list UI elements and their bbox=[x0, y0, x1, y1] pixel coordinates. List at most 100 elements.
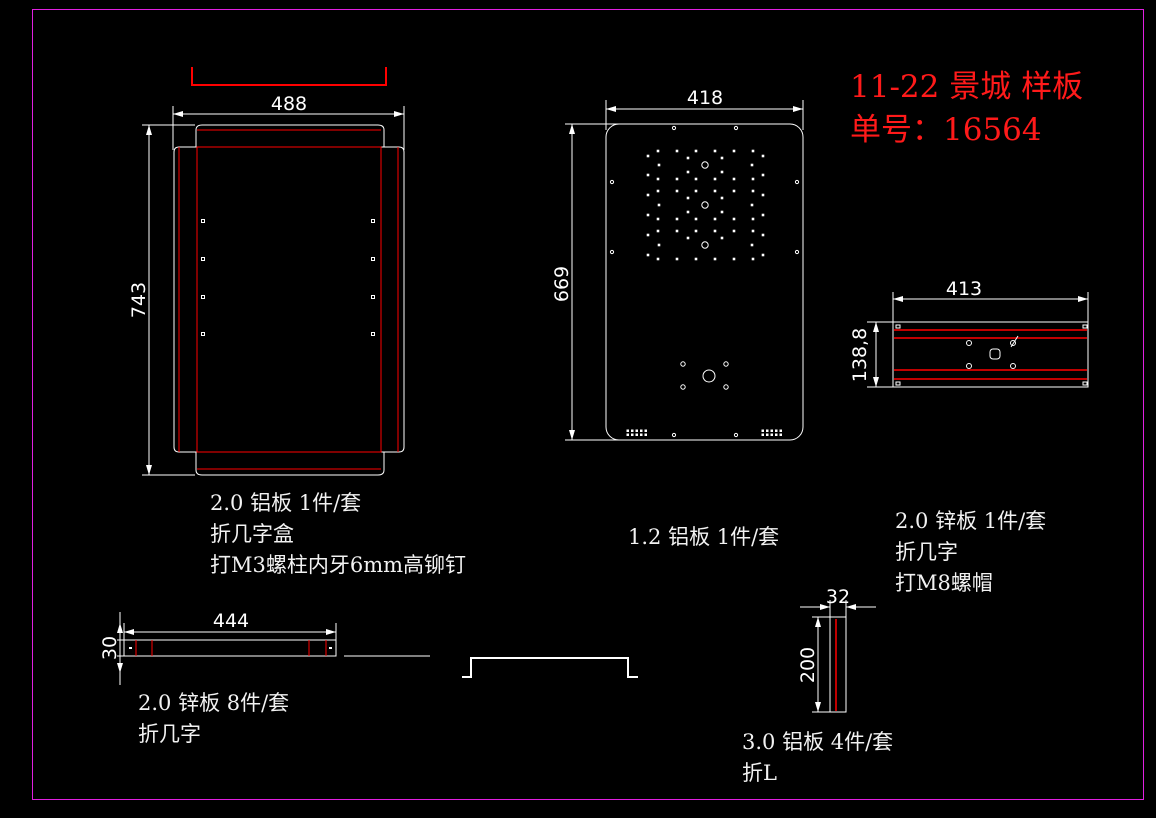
note-line: 折L bbox=[742, 761, 777, 785]
note-line: 折几字盒 bbox=[210, 522, 294, 546]
hole bbox=[732, 149, 736, 153]
hole bbox=[675, 177, 679, 181]
hole bbox=[733, 432, 739, 438]
bracket-part[interactable]: 413 138,8 bbox=[849, 278, 1089, 388]
hole bbox=[751, 177, 755, 181]
hole bbox=[686, 170, 690, 174]
hole bbox=[770, 429, 773, 432]
strip-section-profile bbox=[462, 657, 638, 678]
hole bbox=[732, 217, 736, 221]
hole bbox=[720, 196, 724, 200]
hole bbox=[761, 429, 764, 432]
box-width-dim: 488 bbox=[271, 93, 307, 115]
hole bbox=[646, 213, 650, 217]
hole bbox=[656, 189, 660, 193]
hole bbox=[701, 241, 709, 249]
note-line: 3.0 铝板 4件/套 bbox=[742, 730, 894, 754]
hole bbox=[761, 193, 765, 197]
hole bbox=[750, 243, 754, 247]
hole bbox=[713, 217, 717, 221]
hole bbox=[761, 213, 765, 217]
hole bbox=[675, 257, 679, 261]
hole bbox=[766, 433, 769, 436]
hole bbox=[644, 429, 647, 432]
hole bbox=[751, 229, 755, 233]
angle-width-dim: 32 bbox=[826, 586, 850, 608]
box-height-dim: 743 bbox=[128, 282, 150, 318]
hole bbox=[701, 201, 709, 209]
hole bbox=[713, 177, 717, 181]
front-panel-part[interactable]: 418 669 bbox=[551, 87, 804, 441]
box-part[interactable]: 488 743 bbox=[128, 67, 405, 476]
hole bbox=[794, 249, 800, 255]
hole bbox=[694, 229, 698, 233]
hole bbox=[201, 332, 205, 336]
hole bbox=[680, 384, 686, 390]
hole bbox=[646, 253, 650, 257]
panel-width-dim: 418 bbox=[687, 87, 723, 109]
bracket-width-dim: 413 bbox=[946, 278, 982, 300]
note-line: 2.0 锌板 8件/套 bbox=[138, 691, 290, 715]
note-line: 打M3螺柱内牙6mm高铆钉 bbox=[210, 553, 467, 577]
hole bbox=[656, 149, 660, 153]
hole bbox=[720, 210, 724, 214]
hole bbox=[675, 217, 679, 221]
hole bbox=[635, 433, 638, 436]
hole bbox=[761, 253, 765, 257]
hole bbox=[686, 236, 690, 240]
hole bbox=[646, 154, 650, 158]
hole bbox=[750, 163, 754, 167]
hole bbox=[701, 161, 709, 169]
hole bbox=[626, 433, 629, 436]
hole bbox=[732, 229, 736, 233]
angle-part[interactable]: 32 200 bbox=[797, 586, 876, 713]
hole bbox=[201, 219, 205, 223]
hole bbox=[720, 236, 724, 240]
panel-notes: 1.2 铝板 1件/套 bbox=[628, 522, 779, 553]
hole bbox=[713, 257, 717, 261]
hole bbox=[656, 257, 660, 261]
hole bbox=[713, 149, 717, 153]
hole bbox=[751, 257, 755, 261]
note-line: 折几字 bbox=[138, 722, 201, 746]
hole bbox=[694, 257, 698, 261]
bracket-notes: 2.0 锌板 1件/套 折几字 打M8螺帽 bbox=[895, 506, 1046, 599]
hole bbox=[644, 433, 647, 436]
drawing-frame bbox=[32, 9, 1144, 800]
hole bbox=[640, 433, 643, 436]
hole bbox=[761, 173, 765, 177]
hole bbox=[794, 179, 800, 185]
hole bbox=[371, 295, 375, 299]
hole bbox=[201, 257, 205, 261]
panel-height-dim: 669 bbox=[551, 266, 573, 302]
hole bbox=[201, 295, 205, 299]
title-line-1: 11-22 景城 样板 bbox=[850, 69, 1084, 105]
drawing-title: 11-22 景城 样板 单号：16564 bbox=[850, 66, 1083, 152]
hole bbox=[646, 233, 650, 237]
box-notes: 2.0 铝板 1件/套 折几字盒 打M3螺柱内牙6mm高铆钉 bbox=[210, 488, 466, 581]
hole bbox=[671, 125, 677, 131]
hole bbox=[694, 149, 698, 153]
hole bbox=[766, 429, 769, 432]
strip-notes: 2.0 锌板 8件/套 折几字 bbox=[138, 688, 289, 750]
hole bbox=[657, 203, 661, 207]
strip-width-dim: 444 bbox=[213, 610, 249, 632]
hole bbox=[713, 189, 717, 193]
hole bbox=[686, 196, 690, 200]
hole bbox=[720, 156, 724, 160]
hole bbox=[732, 257, 736, 261]
hole bbox=[751, 189, 755, 193]
hole bbox=[631, 429, 634, 432]
strip-part[interactable]: 444 30 bbox=[99, 610, 638, 685]
hole bbox=[770, 433, 773, 436]
hole bbox=[626, 429, 629, 432]
hole bbox=[609, 179, 615, 185]
bracket-height-dim: 138,8 bbox=[849, 328, 871, 382]
hole bbox=[675, 149, 679, 153]
hole bbox=[657, 243, 661, 247]
hole bbox=[631, 433, 634, 436]
hole bbox=[779, 429, 782, 432]
hole bbox=[713, 229, 717, 233]
hole bbox=[750, 203, 754, 207]
hole bbox=[720, 170, 724, 174]
